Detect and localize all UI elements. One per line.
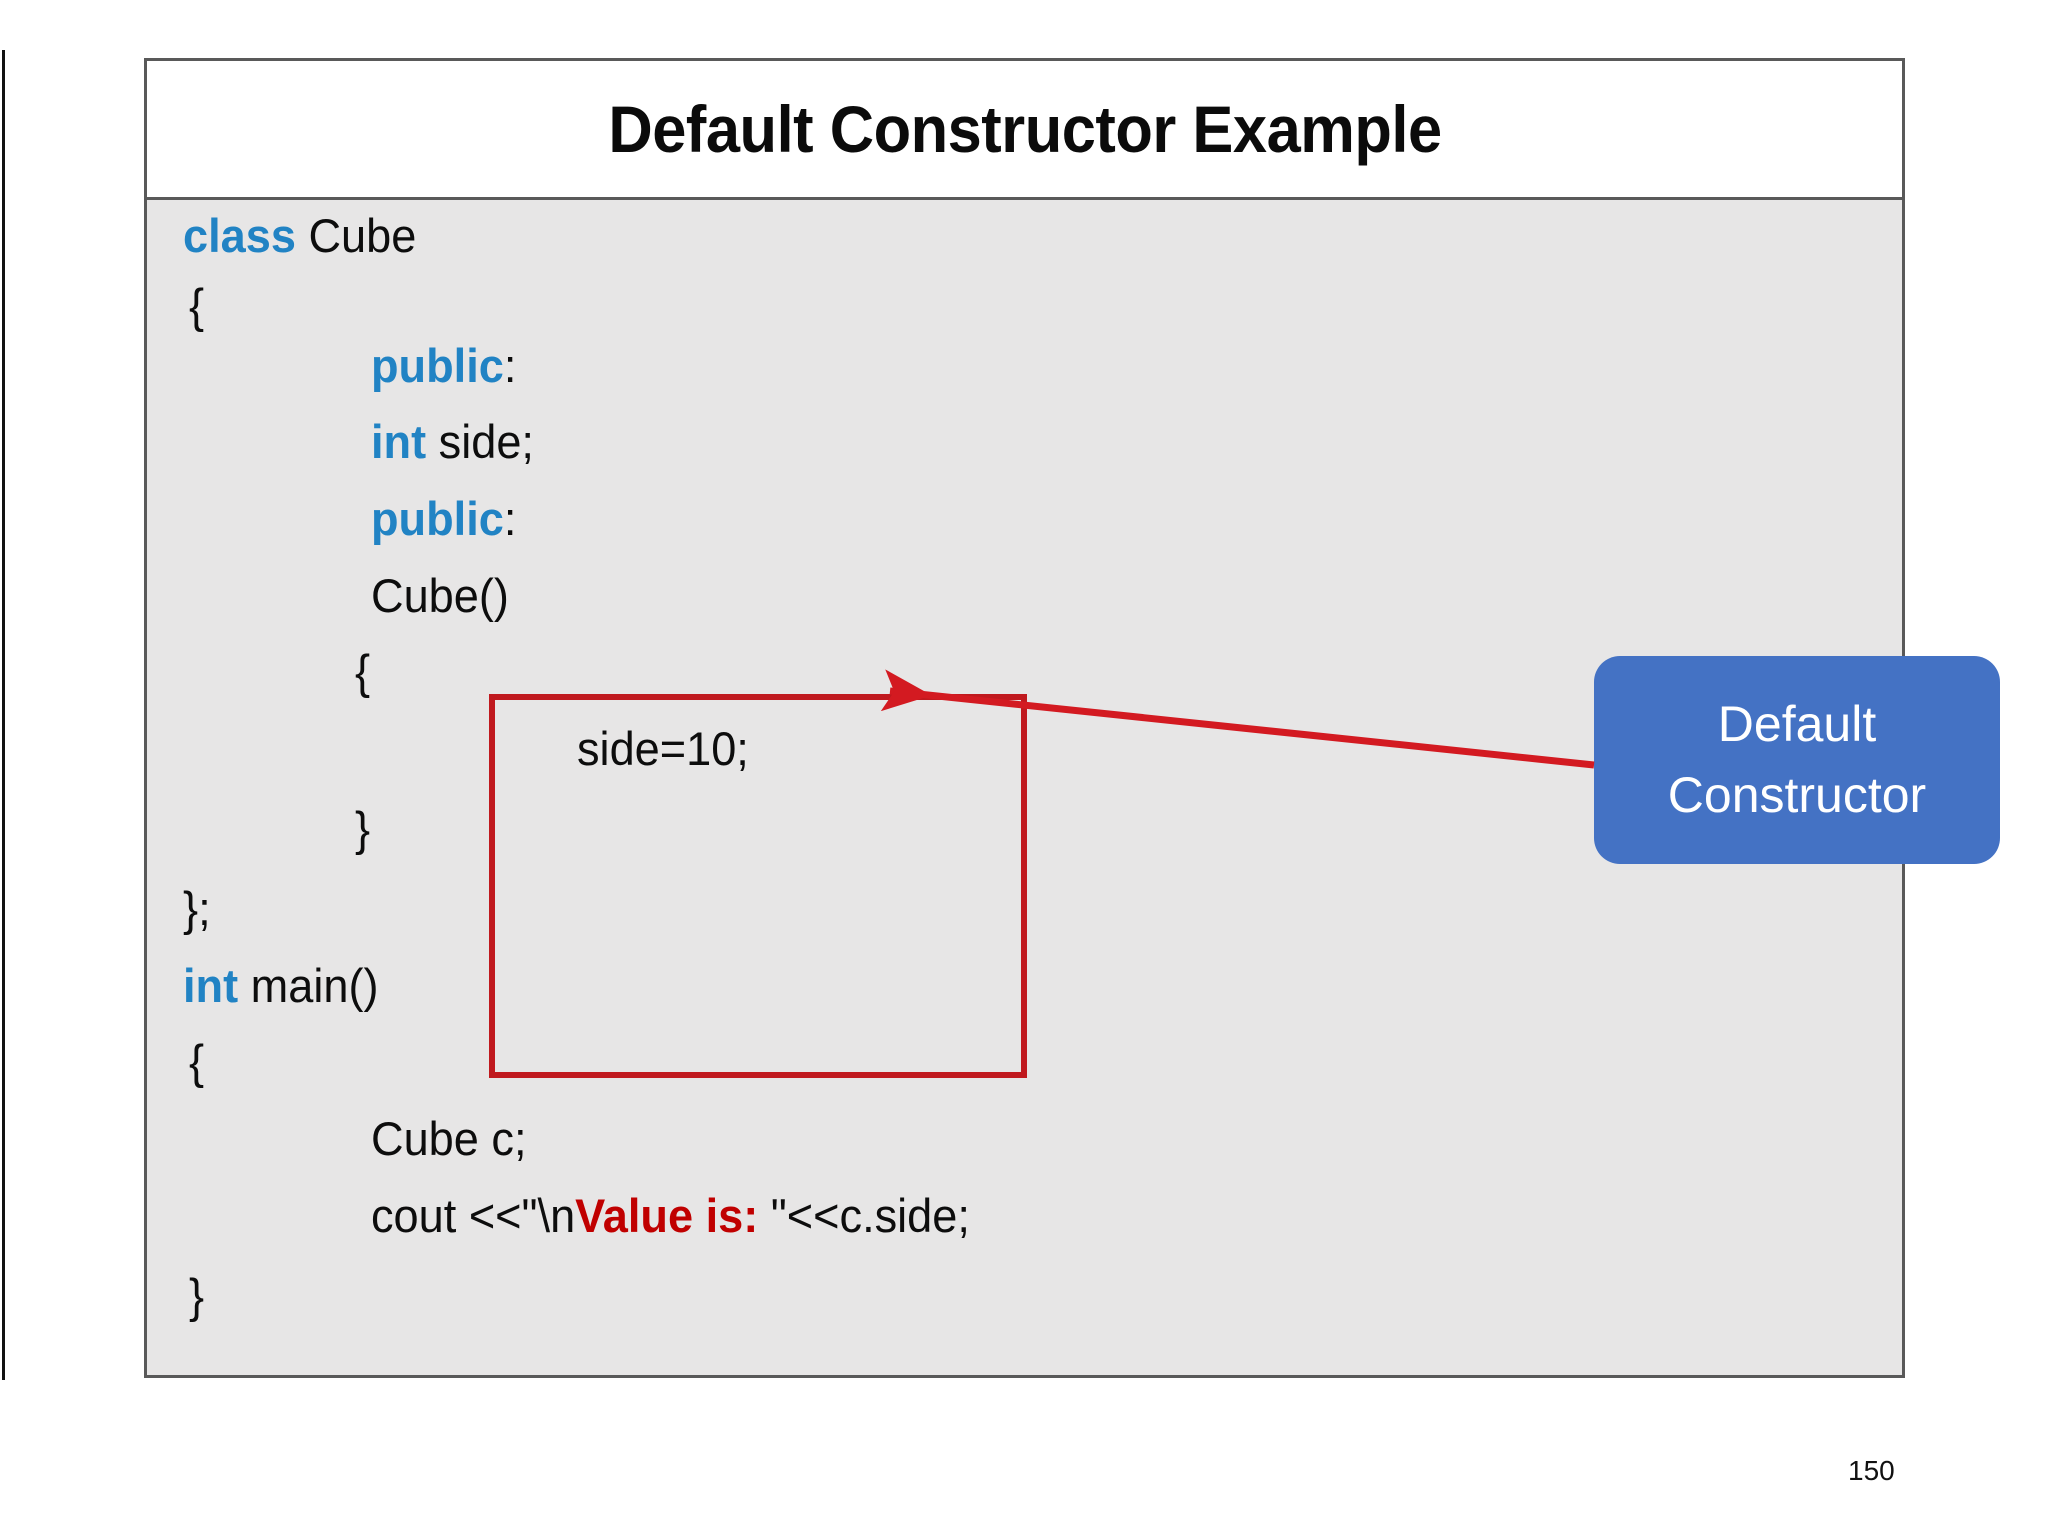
line-public-2: public: [371, 495, 516, 542]
line-public-1: public: [371, 342, 516, 389]
code-token: Value is: [575, 1189, 759, 1242]
code-token: : [503, 339, 517, 392]
code-token: Cube c; [371, 1112, 527, 1165]
code-token: cout <<"\n [371, 1189, 576, 1242]
code-token: { [189, 1035, 205, 1088]
code-token: side; [426, 415, 534, 468]
page-left-rule [2, 50, 5, 1380]
line-ctor-open: { [355, 648, 370, 695]
page-title: Default Constructor Example [607, 92, 1442, 166]
page-number: 150 [1848, 1455, 1895, 1486]
code-token: main() [238, 959, 379, 1012]
callout-line-2: Constructor [1667, 767, 1927, 823]
default-constructor-callout: Default Constructor [1594, 656, 2000, 864]
code-token: "<<c.side; [758, 1189, 970, 1242]
line-class-cube: class Cube [183, 212, 416, 259]
code-token: side=10; [577, 722, 749, 775]
code-token: public [371, 492, 504, 545]
slide-title-band: Default Constructor Example [147, 61, 1902, 200]
code-token: public [371, 339, 504, 392]
line-ctor-close: } [355, 805, 370, 852]
code-token: } [355, 802, 371, 855]
code-token: int [183, 959, 239, 1012]
code-token: Cube [295, 209, 417, 262]
code-token: { [355, 645, 371, 698]
code-token: : [503, 492, 517, 545]
code-token: } [189, 1269, 205, 1322]
callout-line-1: Default [1717, 696, 1877, 752]
line-main-close: } [189, 1272, 204, 1319]
line-int-main: int main() [183, 962, 379, 1009]
line-cout: cout <<"\nValue is: "<<c.side; [371, 1192, 970, 1239]
constructor-highlight-box [489, 694, 1027, 1078]
line-side-assign: side=10; [577, 725, 749, 772]
line-ctor-decl: Cube() [371, 572, 509, 619]
line-open-brace-class: { [189, 282, 204, 329]
line-main-open: { [189, 1038, 204, 1085]
code-token: Cube() [371, 569, 509, 622]
line-class-close: }; [183, 885, 211, 932]
line-int-side: int side; [371, 418, 534, 465]
code-token: }; [183, 882, 211, 935]
code-token: int [371, 415, 427, 468]
code-token: class [183, 209, 296, 262]
code-token: { [189, 279, 205, 332]
line-cube-c: Cube c; [371, 1115, 527, 1162]
